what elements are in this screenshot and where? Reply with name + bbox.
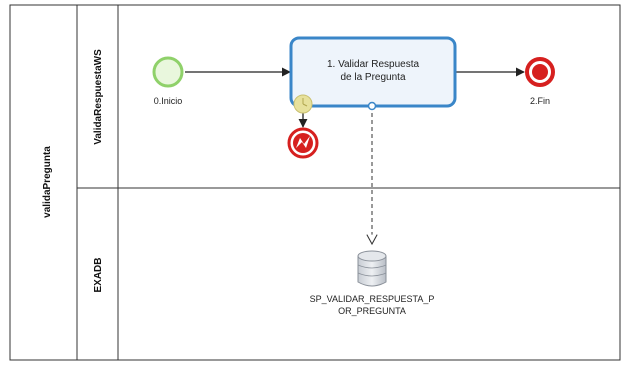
task-label-line2: de la Pregunta xyxy=(340,72,405,83)
data-store-label-line2: OR_PREGUNTA xyxy=(338,306,406,316)
lane-label-exadb: EXADB xyxy=(93,257,104,292)
lane-label-validarespuestaws: ValidaRespuestaWS xyxy=(93,49,104,145)
lane-headers: ValidaRespuestaWS EXADB xyxy=(93,49,104,293)
pool-label: validaPregunta xyxy=(42,146,53,218)
error-event[interactable] xyxy=(287,127,319,159)
lightning-icon xyxy=(296,136,310,148)
task-connector-dot xyxy=(367,101,377,111)
start-event-label: 0.Inicio xyxy=(154,96,183,106)
end-event-label: 2.Fin xyxy=(530,96,550,106)
data-store-label-line1: SP_VALIDAR_RESPUESTA_P xyxy=(310,294,435,304)
data-store-icon[interactable] xyxy=(357,250,387,287)
start-event[interactable] xyxy=(152,56,184,88)
task-label-line1: 1. Validar Respuesta xyxy=(327,59,420,70)
task-validar-respuesta[interactable]: 1. Validar Respuesta de la Pregunta xyxy=(289,36,457,108)
timer-boundary-icon[interactable] xyxy=(293,94,313,114)
end-event[interactable] xyxy=(525,57,555,87)
